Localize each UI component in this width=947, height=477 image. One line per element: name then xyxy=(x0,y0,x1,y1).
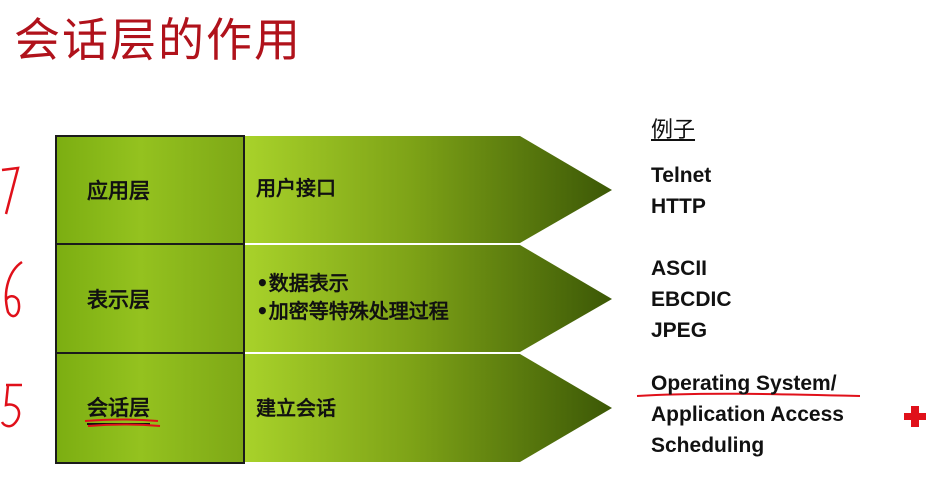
arrow-application xyxy=(245,136,612,243)
example-item: EBCDIC xyxy=(651,288,732,311)
example-item: ASCII xyxy=(651,257,708,280)
handwritten-underline-session xyxy=(84,418,161,427)
handwritten-underline-examples xyxy=(636,392,861,397)
example-item: Operating System/ xyxy=(651,372,837,395)
examples-header: 例子 xyxy=(651,118,696,143)
handwritten-mark-6 xyxy=(4,260,23,318)
example-item: Application Access xyxy=(651,403,844,426)
layer-box-presentation: 表示层 xyxy=(55,243,245,354)
function-line: 建立会话 xyxy=(256,396,336,420)
example-item: JPEG xyxy=(651,319,708,342)
handwritten-mark-5 xyxy=(0,383,22,428)
layer-name: 表示层 xyxy=(87,287,150,312)
function-line: •数据表示 xyxy=(256,271,349,295)
example-item: HTTP xyxy=(651,195,706,218)
examples-presentation: ASCII EBCDIC JPEG xyxy=(651,253,732,346)
example-item: Telnet xyxy=(651,164,712,187)
layer-box-session: 会话层 xyxy=(55,352,245,464)
example-item: Scheduling xyxy=(651,434,765,457)
function-line: •加密等特殊处理过程 xyxy=(256,299,449,323)
handwritten-mark-7 xyxy=(1,166,20,215)
layer-name: 应用层 xyxy=(87,179,150,203)
layer-name: 会话层 xyxy=(87,392,150,425)
function-line: 用户接口 xyxy=(256,176,336,200)
function-text-application: 用户接口 xyxy=(256,174,336,202)
red-cross-icon xyxy=(904,406,926,427)
arrow-session xyxy=(245,354,612,462)
arrow-presentation xyxy=(245,245,612,352)
function-text-session: 建立会话 xyxy=(256,394,336,422)
function-text-presentation: •数据表示 •加密等特殊处理过程 xyxy=(256,269,449,325)
examples-session: Operating System/ Application Access Sch… xyxy=(651,368,844,461)
slide-title: 会话层的作用 xyxy=(14,13,302,67)
handwritten-marks xyxy=(0,166,23,428)
examples-application: Telnet HTTP xyxy=(651,160,711,222)
